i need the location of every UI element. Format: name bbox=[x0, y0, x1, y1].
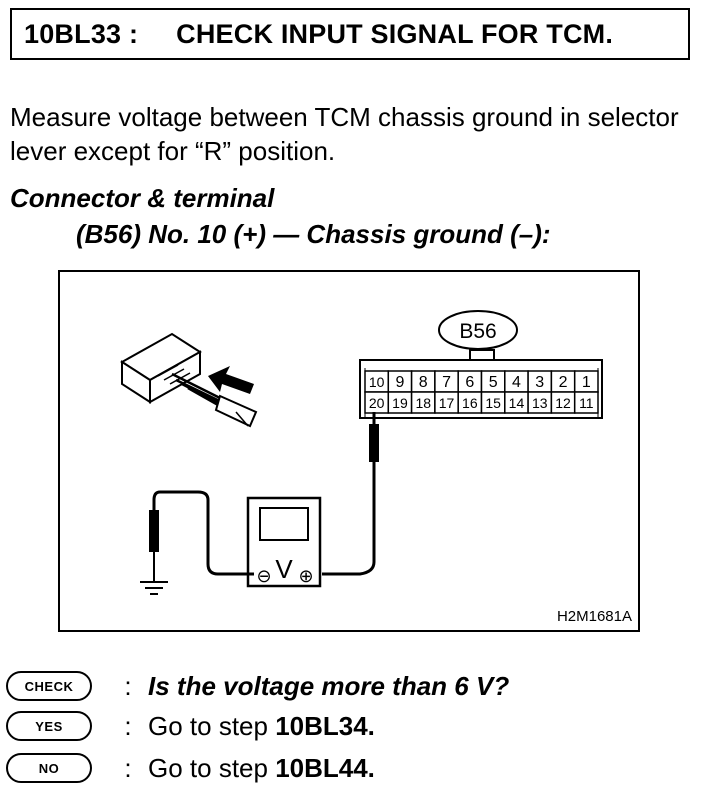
pin-label: 3 bbox=[535, 374, 544, 391]
pin-cell bbox=[573, 391, 599, 414]
pin-label: 14 bbox=[509, 395, 525, 411]
step-code: 10BL33 : bbox=[24, 18, 139, 49]
step-title: CHECK INPUT SIGNAL FOR TCM. bbox=[176, 18, 614, 49]
no-action-prefix: Go to step bbox=[148, 752, 276, 783]
pin-label: 11 bbox=[579, 395, 594, 411]
yes-colon: : bbox=[124, 710, 132, 741]
check-colon: : bbox=[124, 670, 132, 701]
check-badge: CHECK bbox=[6, 671, 92, 701]
pin-label: 15 bbox=[485, 395, 501, 411]
arrow-icon bbox=[208, 366, 254, 394]
no-colon: : bbox=[124, 752, 132, 783]
negative-probe bbox=[149, 490, 254, 582]
pin-label: 2 bbox=[559, 374, 568, 391]
pin-label: 18 bbox=[415, 395, 431, 411]
ground-icon bbox=[140, 581, 168, 595]
pin-label: 12 bbox=[555, 395, 571, 411]
figure-id: H2M1681A bbox=[556, 608, 632, 625]
connector-heading: Connector & terminal bbox=[10, 183, 275, 213]
pin-label: 13 bbox=[532, 395, 548, 411]
connector-illustration bbox=[120, 332, 258, 428]
pin-label: 8 bbox=[419, 374, 428, 391]
instruction-text: Measure voltage between TCM chassis grou… bbox=[10, 102, 679, 166]
check-row: CHECK : Is the voltage more than 6 V? bbox=[6, 668, 696, 704]
connector-label: B56 bbox=[459, 320, 496, 343]
yes-action-prefix: Go to step bbox=[148, 710, 276, 741]
yes-step-link[interactable]: 10BL34. bbox=[275, 710, 375, 741]
pin-label: 10 bbox=[369, 374, 385, 390]
no-step-link[interactable]: 10BL44. bbox=[275, 752, 375, 783]
yes-action: Go to step 10BL34. bbox=[148, 711, 375, 742]
pin-label: 20 bbox=[369, 395, 385, 411]
step-title-box: 10BL33 : CHECK INPUT SIGNAL FOR TCM. bbox=[10, 8, 690, 60]
no-row: NO : Go to step 10BL44. bbox=[6, 750, 696, 786]
pin-label: 19 bbox=[392, 395, 408, 411]
pin-label: 17 bbox=[439, 395, 455, 411]
connector-spec: (B56) No. 10 (+) — Chassis ground (–): bbox=[76, 219, 551, 249]
pin-label: 4 bbox=[512, 374, 521, 391]
plus-terminal-icon: ⊕ bbox=[298, 566, 313, 587]
yes-row: YES : Go to step 10BL34. bbox=[6, 708, 696, 744]
positive-probe bbox=[322, 412, 379, 576]
pin-label: 6 bbox=[465, 374, 474, 391]
voltmeter: V ⊖ ⊕ bbox=[246, 496, 322, 588]
pin-label: 7 bbox=[442, 374, 451, 391]
minus-terminal-icon: ⊖ bbox=[256, 566, 271, 587]
no-action: Go to step 10BL44. bbox=[148, 753, 375, 784]
pin-label: 5 bbox=[489, 374, 498, 391]
yes-badge: YES bbox=[6, 711, 92, 741]
pin-label: 16 bbox=[462, 395, 478, 411]
pin-label: 1 bbox=[582, 374, 591, 391]
pin-label: 9 bbox=[395, 374, 404, 391]
meter-symbol: V bbox=[275, 554, 293, 584]
no-badge: NO bbox=[6, 753, 92, 783]
check-question: Is the voltage more than 6 V? bbox=[148, 670, 510, 701]
